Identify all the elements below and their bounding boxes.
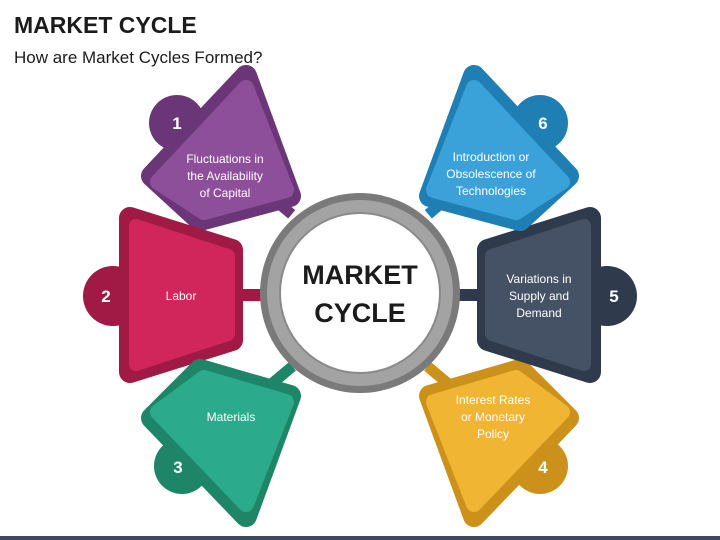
item-label-6-line-3: Technologies [456,184,526,198]
item-shape-3 [150,370,294,512]
item-label-4-line-1: Interest Rates [456,393,531,407]
item-shape-4 [426,370,570,512]
cycle-item-5: 5 Variations in Supply and Demand [456,207,637,383]
item-shape-6 [426,80,570,220]
item-label-5-line-3: Demand [516,306,561,320]
item-label-1-line-2: the Availability [187,169,263,183]
item-label-3-line-1: Materials [207,410,256,424]
center-disc [279,212,441,374]
item-label-5-line-1: Variations in [506,272,571,286]
center-hub: MARKET CYCLE [260,193,460,393]
center-title-line-2: CYCLE [314,298,406,328]
item-label-1-line-3: of Capital [200,186,251,200]
item-number-5: 5 [609,287,618,306]
item-label-1-line-1: Fluctuations in [186,152,263,166]
center-title-line-1: MARKET [302,260,418,290]
item-shape-5 [485,219,591,371]
item-number-4: 4 [538,458,548,477]
item-label-6-line-1: Introduction or [453,150,530,164]
item-label-6-line-2: Obsolescence of [446,167,536,181]
cycle-item-3: 3 Materials [141,359,301,527]
item-shape-1 [150,80,294,220]
cycle-item-1: 1 Fluctuations in the Availability of Ca… [141,65,301,231]
item-number-1: 1 [172,114,181,133]
item-label-4-line-3: Policy [477,427,509,441]
cycle-item-4: 4 Interest Rates or Monetary Policy [419,359,579,527]
item-label-5-line-2: Supply and [509,289,569,303]
cycle-item-6: 6 Introduction or Obsolescence of Techno… [419,65,579,231]
item-shape-2 [129,219,235,371]
item-label-4-line-2: or Monetary [461,410,525,424]
slide-subtitle: How are Market Cycles Formed? [14,48,263,67]
item-label-2-line-1: Labor [166,289,197,303]
item-number-6: 6 [538,114,547,133]
item-number-3: 3 [173,458,182,477]
cycle-item-2: 2 Labor [83,207,264,383]
item-number-2: 2 [101,287,110,306]
footer-bar [0,536,720,540]
slide-title: MARKET CYCLE [14,12,197,38]
